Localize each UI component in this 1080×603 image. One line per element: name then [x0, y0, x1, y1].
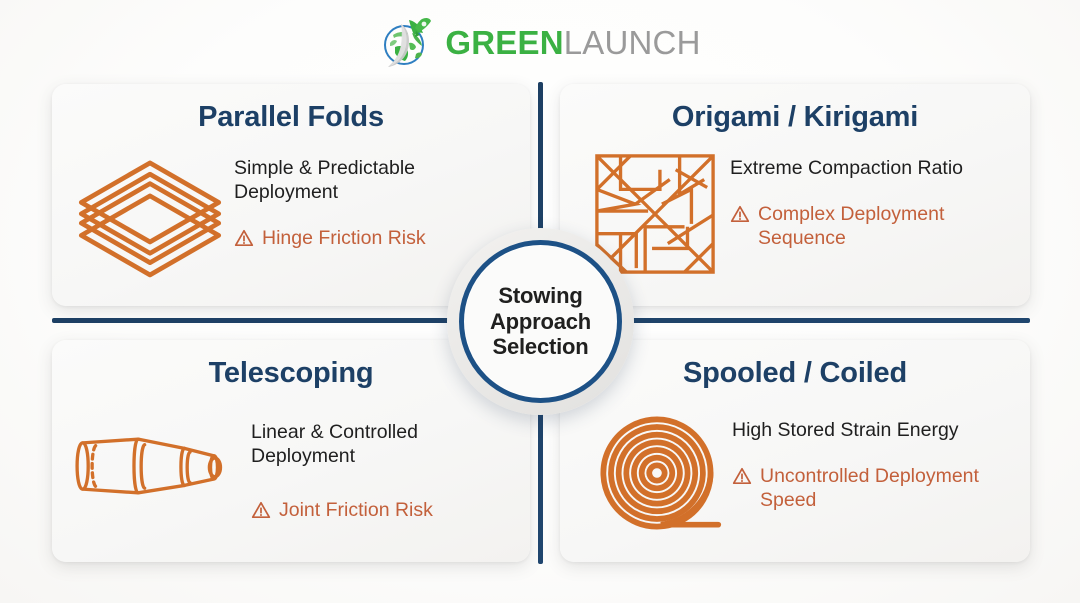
warning-triangle-icon [730, 205, 750, 228]
quadrant-risk: Complex Deployment Sequence [730, 202, 1016, 250]
brand-name-green: GREEN [445, 23, 564, 61]
quadrant-origami-kirigami: Origami / Kirigami [560, 84, 1030, 306]
quadrant-spooled-coiled: Spooled / Coiled High Stored Strain Ener… [560, 340, 1030, 562]
origami-crease-pattern-icon [580, 150, 730, 290]
quadrant-risk: Hinge Friction Risk [234, 226, 516, 252]
quadrant-title: Spooled / Coiled [683, 357, 907, 389]
center-hub-ring: Stowing Approach Selection [459, 240, 622, 403]
quadrant-risk-text: Complex Deployment Sequence [758, 203, 945, 250]
stacked-layers-icon [66, 150, 234, 290]
quadrant-risk: Joint Friction Risk [251, 498, 516, 524]
center-hub-line-1: Stowing [498, 282, 583, 308]
brand-wordmark: GREENLAUNCH [445, 26, 700, 59]
warning-triangle-icon [732, 467, 752, 490]
quadrant-title: Origami / Kirigami [671, 101, 919, 133]
quadrant-risk-text: Hinge Friction Risk [262, 227, 426, 250]
center-hub-line-3: Selection [492, 334, 589, 360]
warning-triangle-icon [251, 501, 271, 524]
brand-name-launch: LAUNCH [563, 23, 701, 61]
brand-logo: GREENLAUNCH [0, 10, 1080, 72]
quadrant-title: Parallel Folds [198, 101, 384, 133]
quadrant-telescoping: Telescoping [52, 340, 530, 562]
quadrant-benefit: High Stored Strain Energy [732, 418, 959, 441]
quadrant-title: Telescoping [208, 357, 374, 389]
quadrant-risk-text: Joint Friction Risk [279, 499, 433, 522]
center-hub-line-2: Approach [489, 308, 592, 334]
center-hub: Stowing Approach Selection [447, 228, 634, 415]
quadrant-risk: Uncontrolled Deployment Speed [732, 464, 1016, 512]
quadrant-benefit: Simple & Predictable Deployment [234, 156, 416, 204]
quadrant-parallel-folds: Parallel Folds Simple & Predictable Depl… [52, 84, 530, 306]
warning-triangle-icon [234, 229, 254, 252]
telescoping-tubes-icon [66, 406, 251, 526]
center-hub-label: Stowing Approach Selection [490, 283, 591, 361]
quadrant-risk-text: Uncontrolled Deployment Speed [760, 465, 979, 512]
globe-rocket-icon [379, 13, 437, 71]
spiral-coil-icon [582, 406, 732, 546]
card-telescoping [52, 340, 530, 562]
quadrant-benefit: Linear & Controlled Deployment [251, 420, 418, 468]
quadrant-benefit: Extreme Compaction Ratio [730, 156, 964, 179]
